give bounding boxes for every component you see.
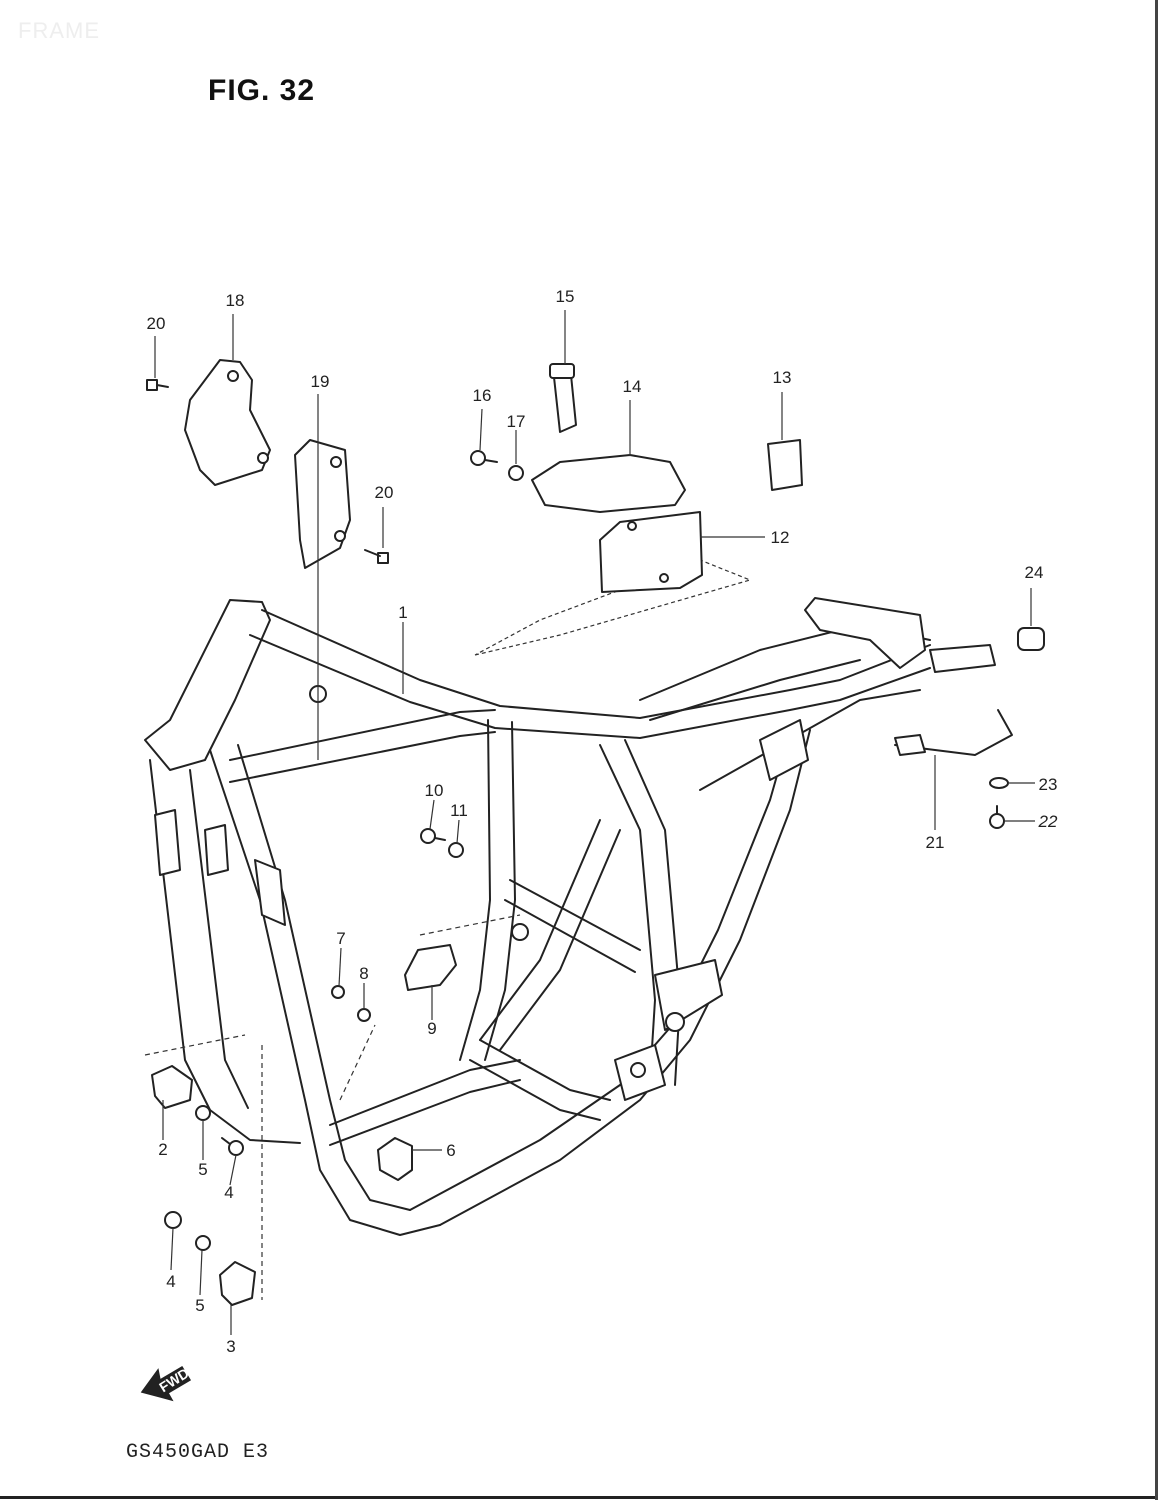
callout-11: 11 (450, 801, 468, 820)
bolt-20-b (364, 549, 389, 564)
bolt-4-b (164, 1211, 182, 1229)
part-15-strap (549, 363, 577, 433)
callout-17: 17 (507, 412, 526, 431)
part-19-bracket (294, 439, 351, 569)
callout-9: 9 (427, 1019, 436, 1038)
callout-24: 24 (1025, 563, 1044, 582)
nut-23 (989, 777, 1009, 789)
bolt-22 (989, 805, 1005, 829)
callout-3: 3 (226, 1337, 235, 1356)
callout-10: 10 (425, 781, 444, 800)
callout-7: 7 (336, 929, 345, 948)
callout-22: 22 (1038, 812, 1058, 831)
part-12-battery-case (599, 511, 703, 593)
bottom-border (0, 1496, 1158, 1499)
callout-8: 8 (359, 964, 368, 983)
callout-16: 16 (473, 386, 492, 405)
part-21-handle (894, 709, 1013, 756)
bolt-10 (420, 828, 446, 844)
part-9-bracket (404, 944, 457, 991)
callout-4-b: 4 (166, 1272, 175, 1291)
callout-15: 15 (556, 287, 575, 306)
callout-21: 21 (926, 833, 945, 852)
watermark-text: FRAME (18, 18, 100, 43)
callout-6: 6 (446, 1141, 455, 1160)
callout-23: 23 (1039, 775, 1058, 794)
part-6-bracket (377, 1137, 413, 1181)
callout-12: 12 (771, 528, 790, 547)
main-frame (144, 559, 996, 1236)
callout-labels: 1 2 3 4 4 5 5 6 7 8 9 10 11 12 13 14 15 … (147, 287, 1058, 1356)
callout-2: 2 (158, 1140, 167, 1159)
callout-14: 14 (623, 377, 642, 396)
callout-4-a: 4 (224, 1183, 233, 1202)
bolt-16 (470, 450, 498, 466)
callout-1: 1 (398, 603, 407, 622)
part-13-pad (767, 439, 803, 491)
callout-13: 13 (773, 368, 792, 387)
part-14-cover (531, 454, 686, 513)
bolt-4-a (221, 1137, 244, 1156)
bolt-20-a (146, 379, 169, 391)
nut-5-b (195, 1235, 211, 1251)
callout-20-b: 20 (375, 483, 394, 502)
callout-18: 18 (226, 291, 245, 310)
callout-5-b: 5 (195, 1296, 204, 1315)
callout-20-a: 20 (147, 314, 166, 333)
model-code: GS450GAD E3 (126, 1441, 270, 1464)
part-24-grommet (1017, 627, 1045, 651)
part-2-bracket (151, 1065, 193, 1109)
bolt-7 (331, 985, 345, 999)
right-border (1155, 0, 1158, 1500)
part-18-bracket (184, 359, 271, 486)
nut-11 (448, 842, 464, 858)
callout-19: 19 (311, 372, 330, 391)
callout-5-a: 5 (198, 1160, 207, 1179)
figure-title: FIG. 32 (208, 74, 316, 107)
leader-lines (144, 310, 1035, 1335)
nut-8 (357, 1008, 371, 1022)
fwd-arrow-icon (140, 1365, 192, 1402)
nut-5-a (195, 1105, 211, 1121)
part-3-bracket (219, 1261, 256, 1306)
nut-17 (508, 465, 524, 481)
